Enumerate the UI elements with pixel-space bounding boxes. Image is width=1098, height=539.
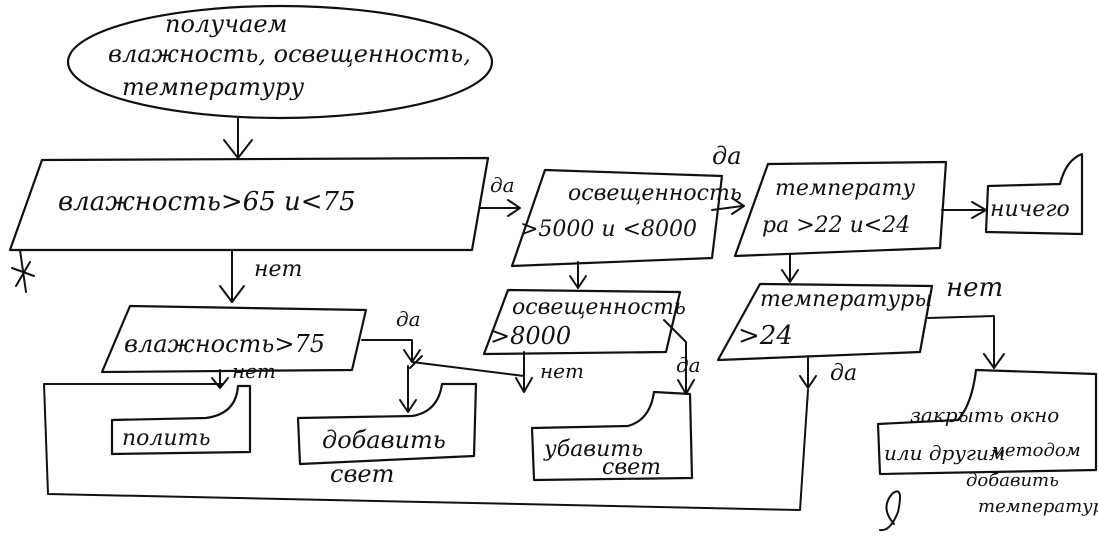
act-close-window: закрыть окно или другим методом добавить…	[876, 368, 1098, 517]
edge-humidity-high-yes: да	[361, 307, 421, 363]
cond-temp-range-shape	[733, 160, 948, 258]
edge-humidity-yes: да	[479, 173, 521, 217]
act-add-light-line-2: свет	[330, 460, 394, 488]
edge-light-high-no: нет	[409, 351, 584, 393]
cond-temp-range: температу ра >22 и<24	[733, 160, 948, 258]
cond-temp-high-line-1: температуры	[760, 287, 932, 312]
cond-light-high-shape	[482, 288, 682, 356]
cond-temp-high-line-2: >24	[738, 321, 793, 351]
cond-temp-range-line-1: температу	[775, 176, 915, 201]
act-add-light: добавить свет	[296, 382, 478, 488]
edge-humidity-no: нет	[219, 249, 302, 303]
label-temp-high-no: нет	[946, 273, 1003, 303]
scribble-mark-bottom-right	[879, 490, 901, 532]
act-nothing-text: ничего	[990, 197, 1070, 222]
cond-light-high-line-2: >8000	[490, 322, 571, 350]
edge-humidity-high-no: нет	[211, 359, 276, 389]
label-humidity-high-no: нет	[232, 359, 276, 383]
start-line-3: температуру	[122, 73, 304, 101]
label-humidity-high-yes: да	[396, 307, 421, 331]
cond-light-high: освещенность >8000	[482, 288, 686, 356]
cond-temp-range-line-2: ра >22 и<24	[762, 213, 910, 238]
cond-light-range-line-2: >5000 и <8000	[520, 217, 697, 242]
start-line-1: получаем	[165, 10, 287, 38]
act-nothing-shape	[984, 152, 1084, 236]
act-reduce-light-line-2: свет	[602, 455, 661, 480]
cond-light-range: освещенность >5000 и <8000	[510, 168, 742, 268]
act-add-light-line-1: добавить	[322, 426, 446, 454]
label-temp-high-yes: да	[830, 361, 857, 386]
edge-temp-no	[781, 253, 799, 283]
label-light-yes: да	[712, 142, 742, 170]
start-node: получаем влажность, освещенность, темпер…	[66, 4, 494, 120]
act-close-window-line-3: методом	[990, 440, 1081, 461]
cond-temp-high: температуры >24	[716, 282, 934, 362]
label-humidity-no: нет	[254, 257, 302, 282]
label-humidity-yes: да	[490, 173, 515, 197]
cond-temp-high-shape	[716, 282, 934, 362]
act-add-light-shape	[296, 382, 478, 466]
act-water-shape	[110, 384, 252, 456]
act-nothing: ничего	[984, 152, 1084, 236]
act-water-text: полить	[122, 426, 210, 451]
cond-light-high-line-1: освещенность	[512, 295, 686, 320]
cond-light-range-line-1: освещенность	[568, 181, 742, 206]
act-close-window-shape	[876, 368, 1098, 476]
act-close-window-line-4: добавить	[966, 470, 1059, 491]
edge-into-add-light	[399, 365, 417, 413]
act-reduce-light-shape	[530, 390, 694, 482]
edge-start-to-humidity	[223, 117, 253, 159]
edge-temp-high-no: нет	[927, 273, 1005, 369]
edge-light-no	[569, 261, 587, 289]
start-line-2: влажность, освещенность,	[108, 40, 471, 68]
cond-humidity-range-shape	[8, 156, 490, 252]
act-water: полить	[110, 384, 252, 456]
cond-humidity-high: влажность>75	[100, 304, 368, 374]
act-close-window-line-2: или другим	[884, 441, 1006, 465]
edge-light-yes: да	[711, 142, 745, 215]
cond-humidity-range: влажность>65 и<75	[8, 156, 490, 252]
label-light-high-yes: да	[676, 353, 701, 377]
cond-light-range-shape	[510, 168, 724, 268]
cond-humidity-range-text: влажность>65 и<75	[58, 187, 356, 217]
start-oval	[66, 4, 494, 120]
cond-humidity-high-text: влажность>75	[124, 330, 325, 358]
edge-temp-yes	[941, 201, 987, 219]
label-light-high-no: нет	[540, 359, 584, 383]
edge-light-high-yes: да	[663, 319, 701, 395]
act-close-window-line-1: закрыть окно	[910, 403, 1059, 427]
act-reduce-light: убавить свет	[530, 390, 694, 482]
edge-temp-high-yes: да	[43, 355, 857, 511]
cond-humidity-high-shape	[100, 304, 368, 374]
act-reduce-light-line-1: убавить	[543, 437, 643, 462]
scribble-mark-left	[11, 249, 35, 293]
act-close-window-line-5: температуру	[978, 496, 1098, 517]
